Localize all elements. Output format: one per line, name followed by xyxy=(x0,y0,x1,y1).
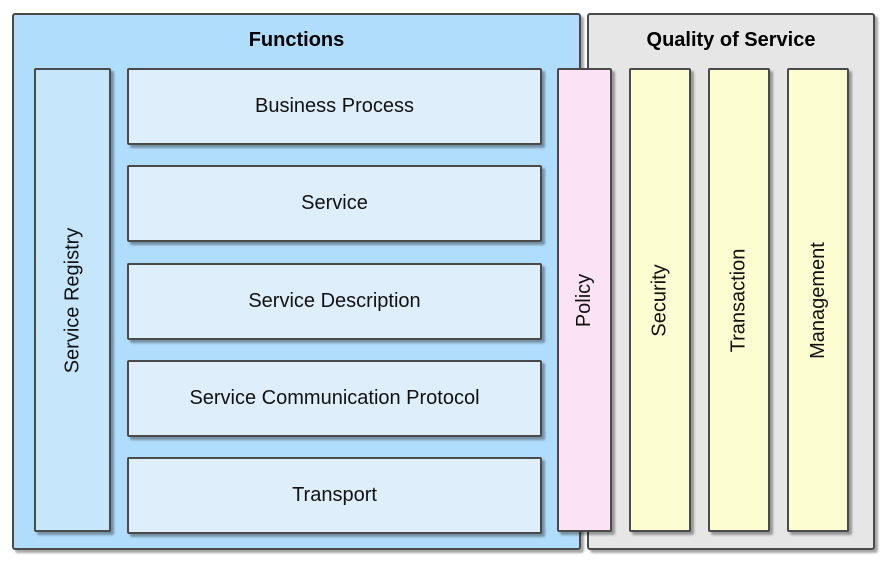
security-label: Security xyxy=(648,263,671,337)
transaction-box: Transaction xyxy=(708,68,770,532)
service-description-layer: Service Description xyxy=(127,263,542,340)
quality-of-service-title: Quality of Service xyxy=(646,29,816,51)
policy-label: Policy xyxy=(573,273,596,327)
service-registry-label: Service Registry xyxy=(61,227,84,373)
service-layer: Service xyxy=(127,165,542,242)
service-description-label: Service Description xyxy=(248,290,421,312)
management-box: Management xyxy=(787,68,849,532)
functions-title: Functions xyxy=(248,29,345,51)
service-communication-protocol-label: Service Communication Protocol xyxy=(189,387,480,409)
service-registry-box: Service Registry xyxy=(34,68,111,532)
business-process-label: Business Process xyxy=(255,95,414,117)
transaction-label: Transaction xyxy=(727,248,750,352)
transport-layer: Transport xyxy=(127,457,542,534)
management-label: Management xyxy=(806,241,829,359)
policy-box: Policy xyxy=(557,68,612,532)
security-box: Security xyxy=(629,68,691,532)
business-process-layer: Business Process xyxy=(127,68,542,145)
transport-label: Transport xyxy=(292,484,377,506)
service-communication-protocol-layer: Service Communication Protocol xyxy=(127,360,542,437)
service-label: Service xyxy=(301,192,368,214)
